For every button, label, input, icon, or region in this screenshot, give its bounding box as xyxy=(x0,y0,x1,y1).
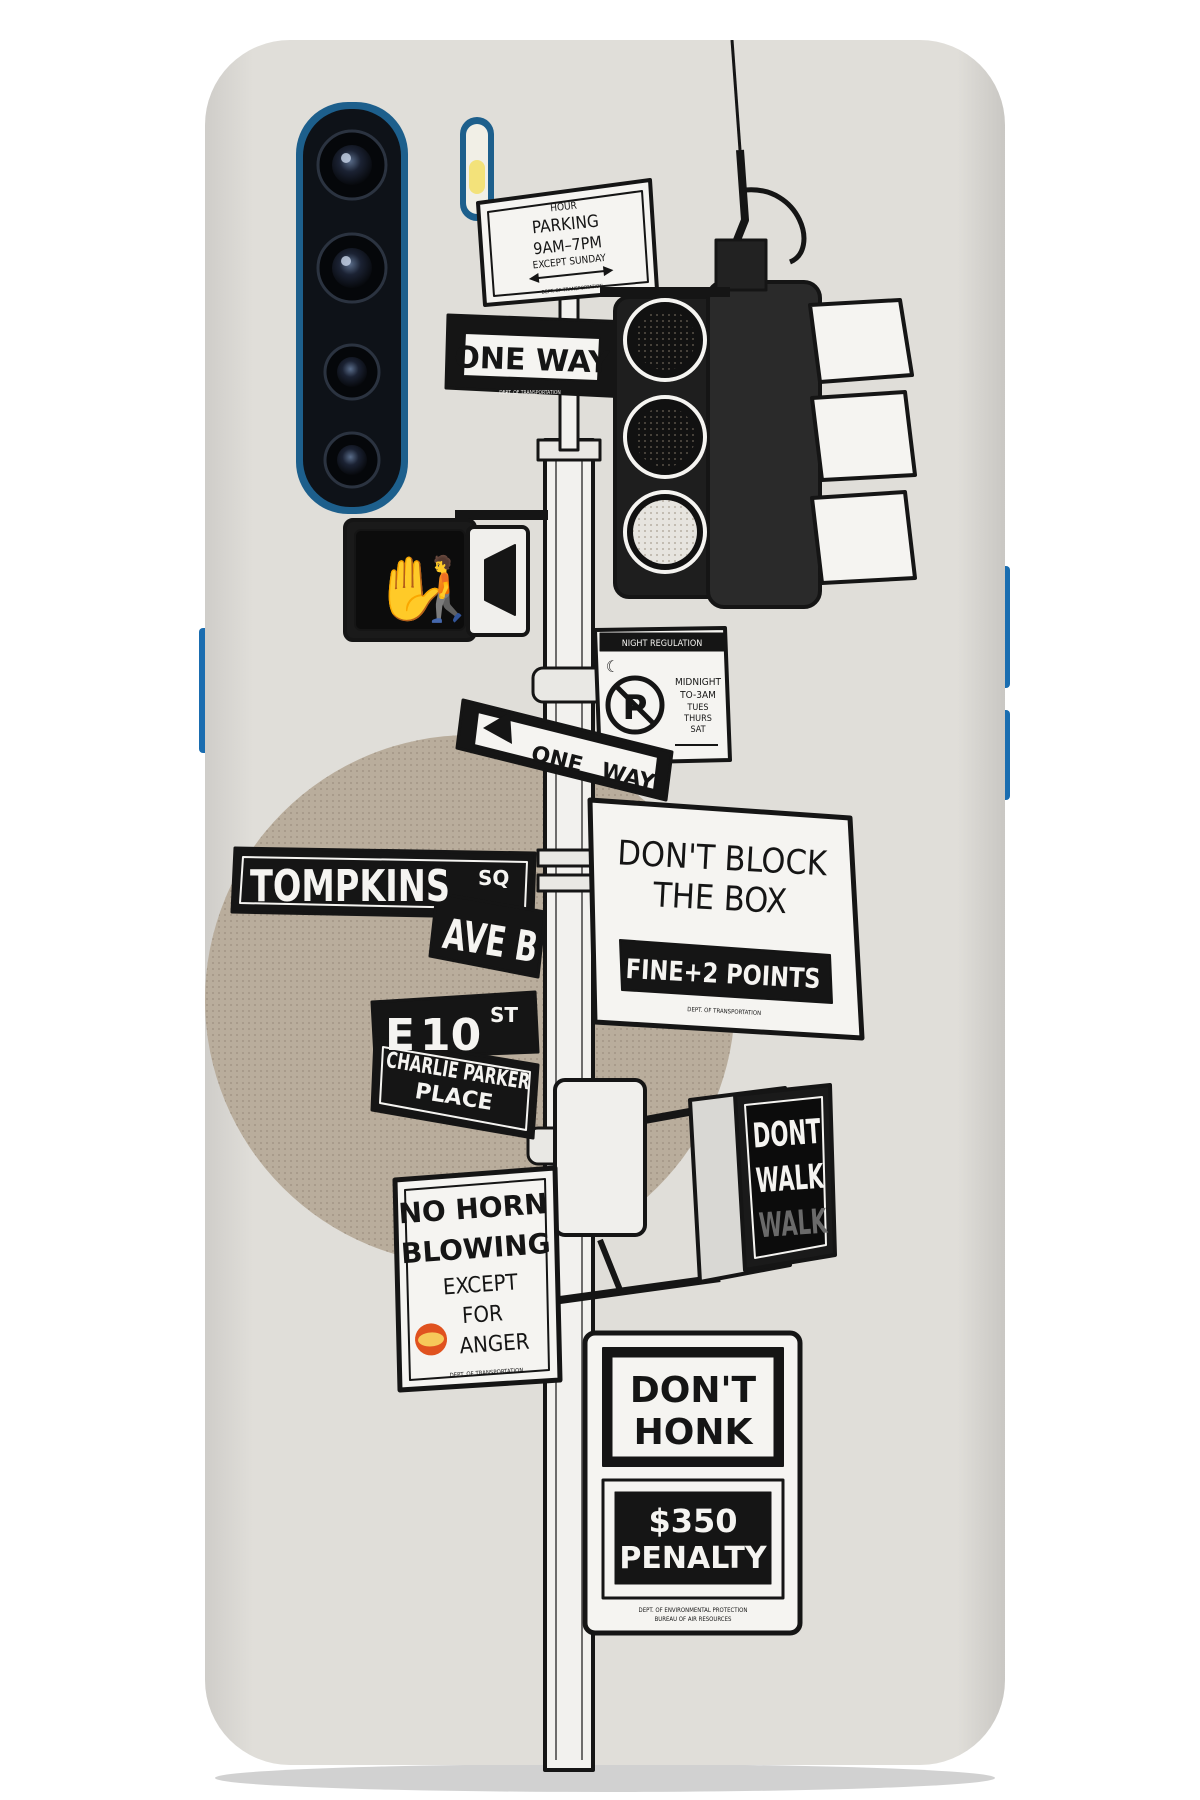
e10-suffix-text: ST xyxy=(490,1003,518,1027)
e10-prefix-text: E xyxy=(385,1010,415,1061)
dont-honk-line1: DON'T xyxy=(630,1370,757,1411)
dont-block-the-box-sign xyxy=(587,797,865,1041)
dont-walk-signal xyxy=(688,1083,837,1284)
no-parking-icon: P xyxy=(605,675,665,735)
one-way-sign-top xyxy=(444,313,632,399)
tompkins-name-text: TOMPKINS xyxy=(250,861,450,912)
night-regulation-header: NIGHT REGULATION xyxy=(622,639,703,649)
antenna-wire xyxy=(730,40,742,151)
one-way-top-footer: DEPT. OF TRANSPORTATION xyxy=(499,390,561,396)
no-horn-line5: ANGER xyxy=(459,1330,531,1360)
night-line1: MIDNIGHT xyxy=(675,677,721,688)
one-way-top-text: ONE WAY xyxy=(454,340,612,380)
camera-lens-icon xyxy=(316,232,388,304)
dont-honk-line4: PENALTY xyxy=(619,1541,767,1576)
no-horn-line4: FOR xyxy=(461,1301,504,1329)
charlie-parker-place-sign xyxy=(370,1036,540,1140)
pedestrian-hand-icon: ✋ xyxy=(372,552,449,625)
camera-lens-icon xyxy=(316,129,388,201)
night-line5: SAT xyxy=(690,725,705,735)
dont-walk-line2: WALK xyxy=(755,1157,827,1202)
no-horn-line3: EXCEPT xyxy=(442,1270,519,1300)
e10-number-text: 10 xyxy=(420,1010,481,1061)
dont-honk-line3: $350 xyxy=(648,1502,737,1540)
camera-module xyxy=(296,102,408,514)
one-way-arrow-sign xyxy=(455,698,674,802)
tompkins-suffix-text: SQ xyxy=(478,866,509,890)
dont-block-footer: DEPT. OF TRANSPORTATION xyxy=(687,1006,761,1017)
camera-lens-icon xyxy=(323,431,381,489)
night-line4: THURS xyxy=(683,714,712,724)
traffic-light xyxy=(600,149,917,609)
signal-mount-box xyxy=(553,1078,721,1304)
flash-icon xyxy=(460,117,494,221)
dont-walk-line3: WALK xyxy=(758,1201,830,1246)
dont-walk-line1: DONT xyxy=(751,1112,822,1157)
camera-lens-icon xyxy=(323,343,381,401)
double-arrow-icon xyxy=(533,269,609,280)
case-shadow xyxy=(215,1764,995,1792)
dont-honk-line2: HONK xyxy=(634,1412,754,1453)
pedestrian-walking-icon: 🚶 xyxy=(408,552,485,625)
dont-honk-sign xyxy=(582,1330,803,1636)
parking-hour-text: HOUR xyxy=(550,201,578,215)
night-line2: TO-3AM xyxy=(679,690,716,701)
dont-honk-footer1: DEPT. OF ENVIRONMENTAL PROTECTION xyxy=(639,1607,748,1614)
moon-icon: ☾ xyxy=(606,657,619,676)
pedestrian-signal-hand xyxy=(343,510,548,642)
ave-b-sign xyxy=(428,891,547,979)
dont-honk-footer2: BUREAU OF AIR RESOURCES xyxy=(655,1616,732,1623)
fast-food-logo-icon xyxy=(415,1323,448,1356)
dont-block-line2: THE BOX xyxy=(651,875,788,922)
night-line3: TUES xyxy=(686,703,708,713)
